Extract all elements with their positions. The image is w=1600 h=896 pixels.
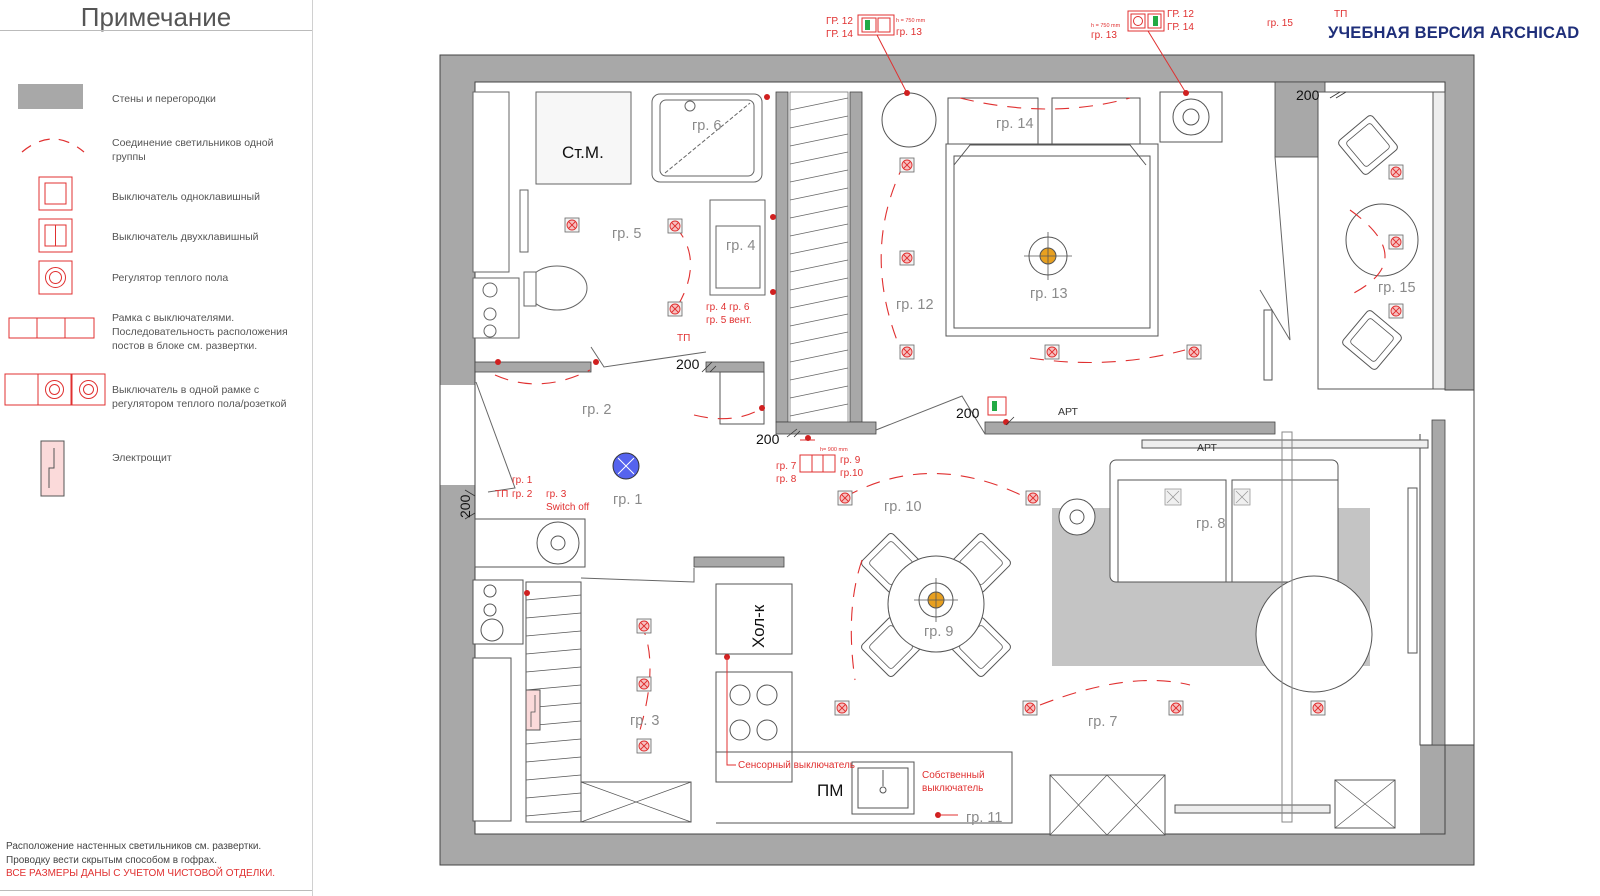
bathroom [472,91,766,339]
entry-note-1: гр. 1 [512,475,533,486]
legend-frame-reg-text: Выключатель в одной рамке с регулятором … [112,384,287,410]
group-label-6: гр. 6 [692,118,721,134]
legend-frame-text: Рамка с выключателями. Последовательност… [112,312,288,352]
top-note-15: гр. 15 [1267,18,1293,29]
watermark: УЧЕБНАЯ ВЕРСИЯ ARCHICAD [1328,24,1580,42]
entry-note-2: гр. 2 [512,489,533,500]
top-left-note-h: h = 750 mm [896,18,926,24]
group-label-1: гр. 1 [613,492,642,508]
note-line-1: Расположение настенных светильников см. … [6,841,262,852]
top-right-note-12: ГР. 12 [1167,9,1194,20]
dimension-200-d: 200 [1296,87,1320,103]
room-washer-label: Ст.М. [562,143,604,162]
group-label-4: гр. 4 [726,238,755,254]
hall-note-8: гр. 8 [776,474,797,485]
legend-group-text: Соединение светильников одной группы [112,137,274,163]
art-label-1: АРТ [1058,406,1079,418]
switch-double-icon [38,218,73,253]
group-label-2: гр. 2 [582,402,611,418]
legend-divider [0,30,312,31]
switches [799,10,1165,473]
own-switch-note-1: Собственный [922,769,985,781]
interior-walls [474,81,1446,746]
top-right-note-14: ГР. 14 [1167,22,1194,33]
top-right-note-13: гр. 13 [1091,30,1117,41]
group-label-15: гр. 15 [1378,280,1416,296]
top-note-tp: ТП [1334,9,1347,20]
outer-walls [440,55,1474,865]
dimension-200-a: 200 [676,356,700,372]
group-label-13: гр. 13 [1030,286,1068,302]
group-label-5: гр. 5 [612,226,641,242]
room-dishwasher-label: ПМ [817,781,843,800]
group-label-14: гр. 14 [996,116,1034,132]
entry-note-tp: ТП [495,489,508,500]
legend-floorheat-text: Регулятор теплого пола [112,272,229,284]
legend-walls-text: Стены и перегородки [112,93,216,105]
living-room [1052,431,1429,823]
legend-title: Примечание [80,2,232,32]
room-fridge-label: Хол-к [749,604,768,648]
dimension-200-b: 200 [756,431,780,447]
entry-note-3: гр. 3 [546,489,567,500]
dimension-200-e: 200 [457,494,473,518]
walls-swatch [18,84,83,109]
pendant-lights [612,232,1072,622]
art-label-2: АРТ [1197,442,1218,454]
hall-note-h: h= 900 mm [820,447,848,453]
switch-frame-with-regulator-icon [4,373,106,406]
hall-note-7: гр. 7 [776,461,797,472]
floor-heating-regulator-icon [38,260,73,295]
group-label-11: гр. 11 [966,810,1002,826]
hall-note-10: гр.10 [840,468,864,479]
top-left-note-14: ГР. 14 [826,29,853,40]
legend-bottom-divider [0,890,312,891]
top-left-note-13: гр. 13 [896,27,922,38]
group-label-8: гр. 8 [1196,516,1225,532]
bath-note-tp: ТП [677,333,690,344]
switch-frame-icon [8,317,95,339]
dimension-200-c: 200 [956,405,980,421]
sensor-switch-note: Сенсорный выключатель [738,760,855,771]
group-label-9: гр. 9 [924,624,953,640]
note-warning: ВСЕ РАЗМЕРЫ ДАНЫ С УЧЕТОМ ЧИСТОВОЙ ОТДЕЛ… [6,868,276,879]
balcony [1263,91,1446,390]
group-label-7: гр. 7 [1088,714,1117,730]
note-line-2: Проводку вести скрытым способом в гофрах… [6,854,218,866]
bath-note-vent: гр. 5 вент. [706,315,752,326]
entry-note-off: Switch off [546,502,589,513]
wardrobe [789,91,849,423]
kitchen [715,583,1396,836]
switch-single-icon [38,176,73,211]
bath-note-46: гр. 4 гр. 6 [706,302,750,313]
legend-notes: Расположение настенных светильников см. … [6,840,275,881]
top-left-note-12: ГР. 12 [826,16,853,27]
group-label-10: гр. 10 [884,499,922,515]
own-switch-note-2: выключатель [922,783,983,794]
legend-switch2-text: Выключатель двухклавишный [112,231,259,243]
group-label-12: гр. 12 [896,297,934,313]
group-label-3: гр. 3 [630,713,659,729]
electrical-panel-icon [40,440,65,497]
legend-switch1-text: Выключатель одноклавишный [112,191,260,203]
legend-panel: Примечание Стены и перегородки Соединени… [0,0,313,896]
hall-note-9: гр. 9 [840,455,861,466]
group-connection-symbol [21,138,85,153]
top-right-note-h: h = 750 mm [1091,23,1121,29]
legend-panel-text: Электрощит [112,452,172,464]
